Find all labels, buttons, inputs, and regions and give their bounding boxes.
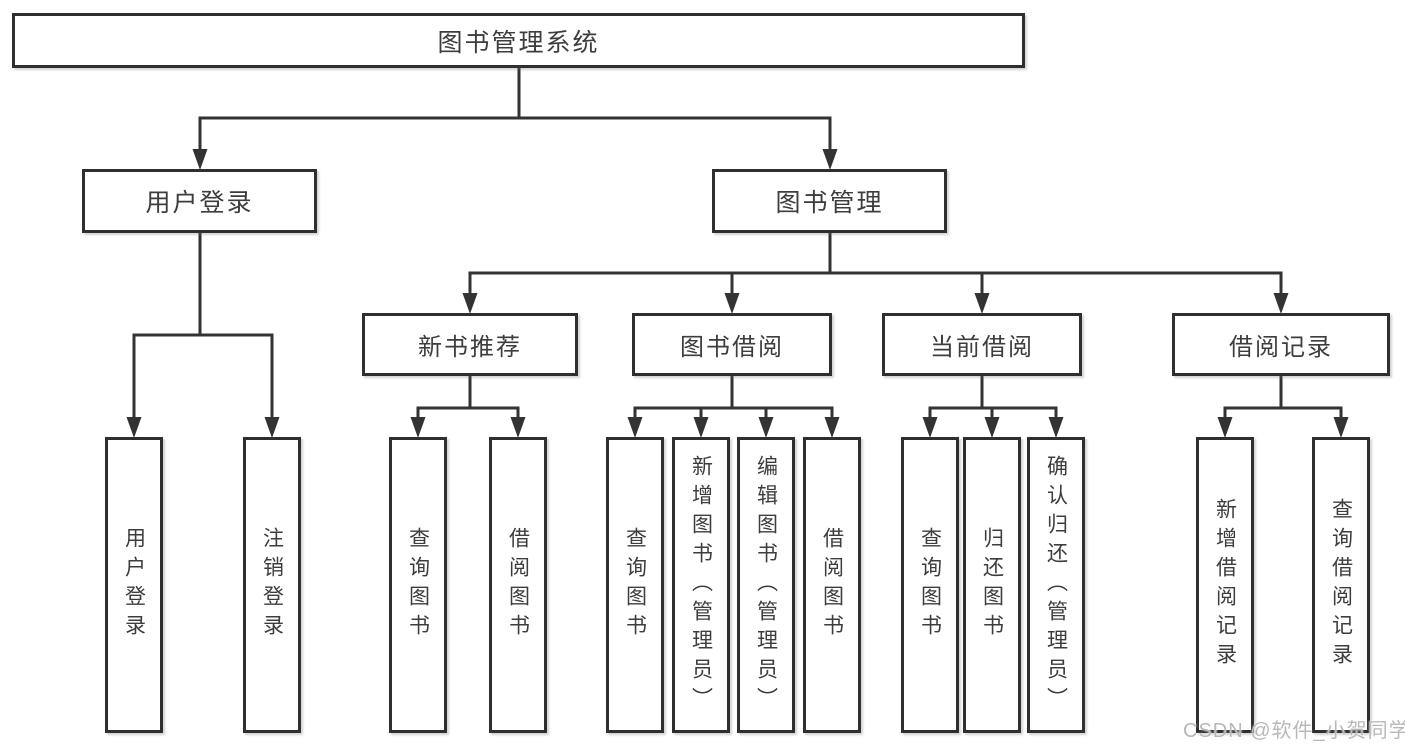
node-root: 图书管理系统: [12, 13, 1025, 68]
leaf-current-confirm-return-admin: 确认归还（管理员）: [1027, 437, 1085, 733]
leaf-borrow-borrow-books-label: 借阅图书: [820, 527, 844, 643]
leaf-user-login-label: 用户登录: [122, 527, 146, 643]
node-root-label: 图书管理系统: [437, 28, 600, 57]
node-book-borrowing: 图书借阅: [632, 313, 832, 376]
node-book-borrowing-label: 图书借阅: [680, 334, 784, 361]
node-user-login: 用户登录: [82, 169, 317, 233]
leaf-recommend-borrow-books-label: 借阅图书: [506, 527, 530, 643]
leaf-recommend-query-books: 查询图书: [389, 437, 447, 733]
leaf-recommend-query-books-label: 查询图书: [406, 527, 430, 643]
leaf-borrow-add-books-admin-label: 新增图书（管理员）: [689, 454, 713, 716]
leaf-records-query-record: 查询借阅记录: [1312, 437, 1370, 733]
node-new-book-recommendation-label: 新书推荐: [418, 334, 522, 361]
leaf-records-query-record-label: 查询借阅记录: [1329, 498, 1353, 672]
node-book-management: 图书管理: [712, 169, 947, 233]
leaf-current-query-books-label: 查询图书: [918, 527, 942, 643]
leaf-borrow-edit-books-admin: 编辑图书（管理员）: [737, 437, 795, 733]
node-borrowing-records-label: 借阅记录: [1229, 334, 1333, 361]
leaf-borrow-query-books-label: 查询图书: [623, 527, 647, 643]
leaf-borrow-borrow-books: 借阅图书: [803, 437, 861, 733]
node-current-borrowing: 当前借阅: [882, 313, 1082, 376]
leaf-records-add-record-label: 新增借阅记录: [1213, 498, 1237, 672]
leaf-current-return-books: 归还图书: [963, 437, 1021, 733]
node-current-borrowing-label: 当前借阅: [930, 334, 1034, 361]
csdn-watermark: CSDN @软件_小贺同学: [1183, 720, 1405, 742]
node-book-management-label: 图书管理: [775, 189, 884, 217]
node-user-login-label: 用户登录: [145, 189, 254, 217]
node-borrowing-records: 借阅记录: [1172, 313, 1390, 376]
leaf-borrow-add-books-admin: 新增图书（管理员）: [672, 437, 730, 733]
leaf-current-query-books: 查询图书: [901, 437, 959, 733]
node-new-book-recommendation: 新书推荐: [362, 313, 578, 376]
leaf-current-return-books-label: 归还图书: [980, 527, 1004, 643]
leaf-recommend-borrow-books: 借阅图书: [489, 437, 547, 733]
leaf-borrow-edit-books-admin-label: 编辑图书（管理员）: [754, 454, 778, 716]
leaf-logout-label: 注销登录: [260, 527, 284, 643]
leaf-borrow-query-books: 查询图书: [606, 437, 664, 733]
leaf-user-login: 用户登录: [105, 437, 163, 733]
leaf-records-add-record: 新增借阅记录: [1196, 437, 1254, 733]
leaf-logout: 注销登录: [243, 437, 301, 733]
leaf-current-confirm-return-admin-label: 确认归还（管理员）: [1044, 454, 1068, 716]
